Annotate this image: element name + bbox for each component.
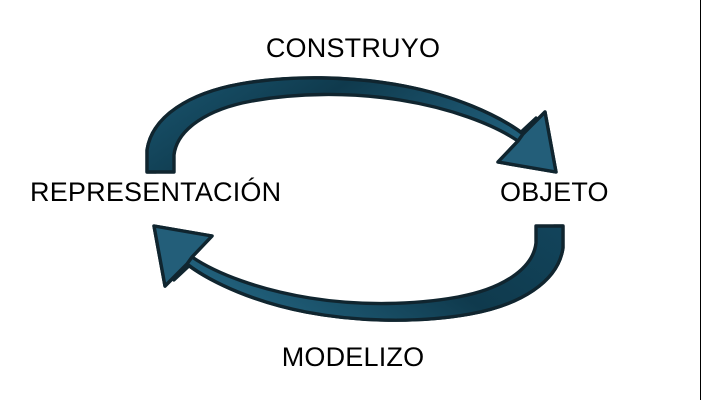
edge-label-construyo: CONSTRUYO <box>265 33 441 63</box>
arrow-head-down-right-icon <box>496 110 558 174</box>
node-label-representacion: REPRESENTACIÓN <box>30 177 282 207</box>
modelizo-arrow-body <box>152 224 565 322</box>
edge-label-modelizo: MODELIZO <box>281 342 425 372</box>
edge-modelizo-arrow <box>152 224 565 322</box>
edge-construyo-arrow <box>145 76 558 174</box>
arrow-head-up-left-icon <box>152 224 214 288</box>
node-label-objeto: OBJETO <box>500 177 609 207</box>
slide-right-border <box>700 0 701 400</box>
construyo-arrow-body <box>145 76 558 174</box>
